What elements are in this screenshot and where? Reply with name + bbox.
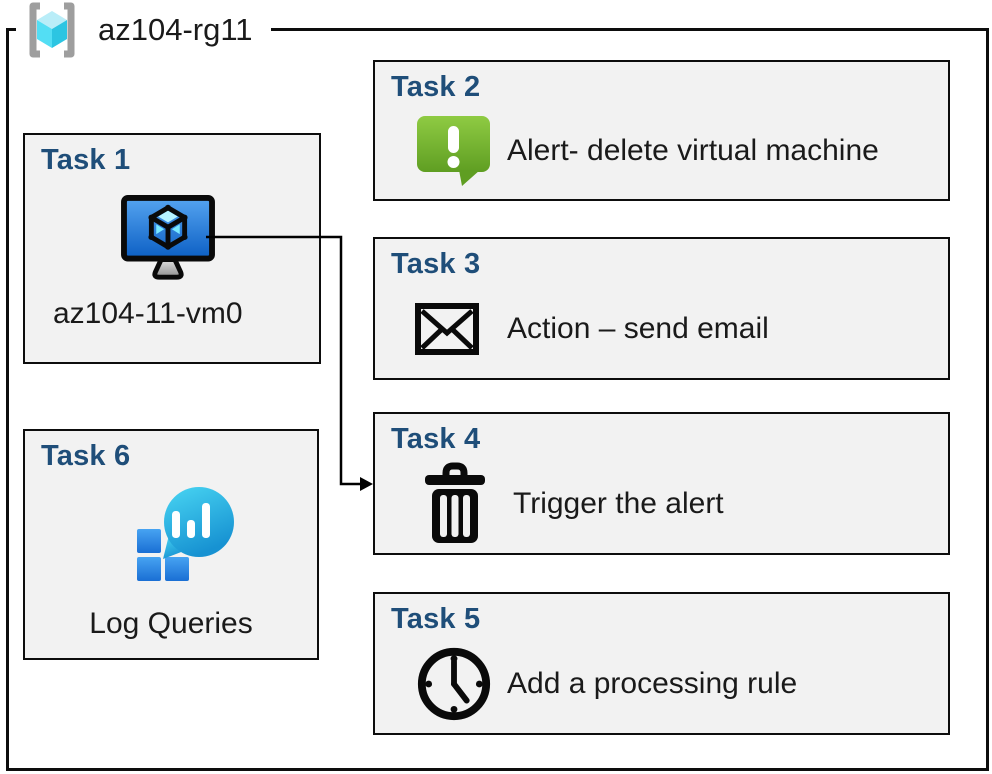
task-3-label: Action – send email: [507, 311, 769, 345]
resource-group-name: az104-rg11: [98, 12, 253, 47]
task-6-box: Task 6: [23, 429, 319, 660]
resource-group-legend: az104-rg11: [16, 1, 271, 59]
task-5-label: Add a processing rule: [507, 666, 798, 700]
task-4-title: Task 4: [391, 423, 481, 455]
log-queries-icon: [135, 485, 239, 585]
task-2-content: Alert- delete virtual machine: [415, 110, 934, 191]
task-5-box: Task 5 Add a processing rule: [373, 592, 950, 735]
task-2-label: Alert- delete virtual machine: [507, 133, 879, 167]
task-4-box: Task 4 Trigger the alert: [373, 412, 950, 555]
clock-icon: [415, 644, 507, 724]
task-2-title: Task 2: [391, 71, 481, 103]
task-1-box: Task 1: [23, 133, 321, 364]
task-3-title: Task 3: [391, 248, 481, 280]
task-3-box: Task 3 Action – send email: [373, 237, 950, 380]
task-4-label: Trigger the alert: [513, 486, 724, 520]
vm-name-label: az104-11-vm0: [53, 297, 243, 330]
resource-group-frame: [6, 28, 989, 771]
task-6-title: Task 6: [41, 440, 131, 472]
trash-icon: [421, 461, 513, 547]
virtual-machine-icon: [121, 195, 215, 285]
resource-group-icon: [20, 1, 84, 59]
task-1-title: Task 1: [41, 144, 131, 176]
task-5-content: Add a processing rule: [415, 642, 934, 725]
task-2-box: Task 2 Alert- delete virtual machin: [373, 60, 950, 201]
task-5-title: Task 5: [391, 603, 481, 635]
email-icon: [415, 302, 507, 355]
task-3-content: Action – send email: [415, 287, 934, 370]
log-queries-label: Log Queries: [89, 607, 253, 640]
task-4-content: Trigger the alert: [415, 462, 934, 545]
alert-icon: [415, 114, 507, 188]
